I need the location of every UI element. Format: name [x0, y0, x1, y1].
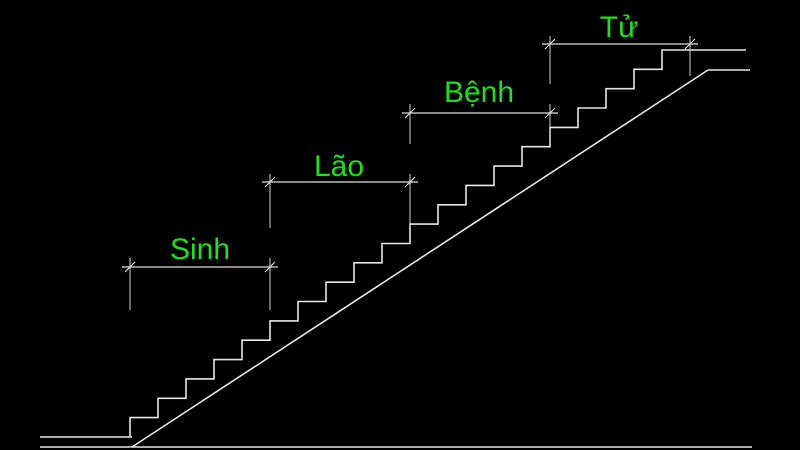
- dimension-tick: [404, 176, 416, 188]
- stair-stringer-line: [131, 69, 709, 448]
- dimension-tick: [264, 261, 276, 273]
- dimension-label-sinh: Sinh: [170, 233, 230, 266]
- dimension-tick: [264, 176, 276, 188]
- dimension-label-tu: Tử: [600, 11, 638, 44]
- dimension-tick: [404, 107, 416, 119]
- dimension-label-benh: Bệnh: [444, 76, 514, 109]
- dimension-lao: Lão: [262, 150, 418, 228]
- dimension-sinh: Sinh: [122, 233, 278, 310]
- dimension-label-lao: Lão: [314, 150, 364, 183]
- dimension-tick: [544, 107, 556, 119]
- dimension-tu: Tử: [542, 11, 698, 84]
- stair-step-profile: [129, 49, 690, 437]
- dimension-benh: Bệnh: [402, 76, 558, 144]
- dimension-tick: [544, 38, 556, 50]
- dimension-tick: [124, 261, 136, 273]
- dimension-tick: [684, 38, 696, 50]
